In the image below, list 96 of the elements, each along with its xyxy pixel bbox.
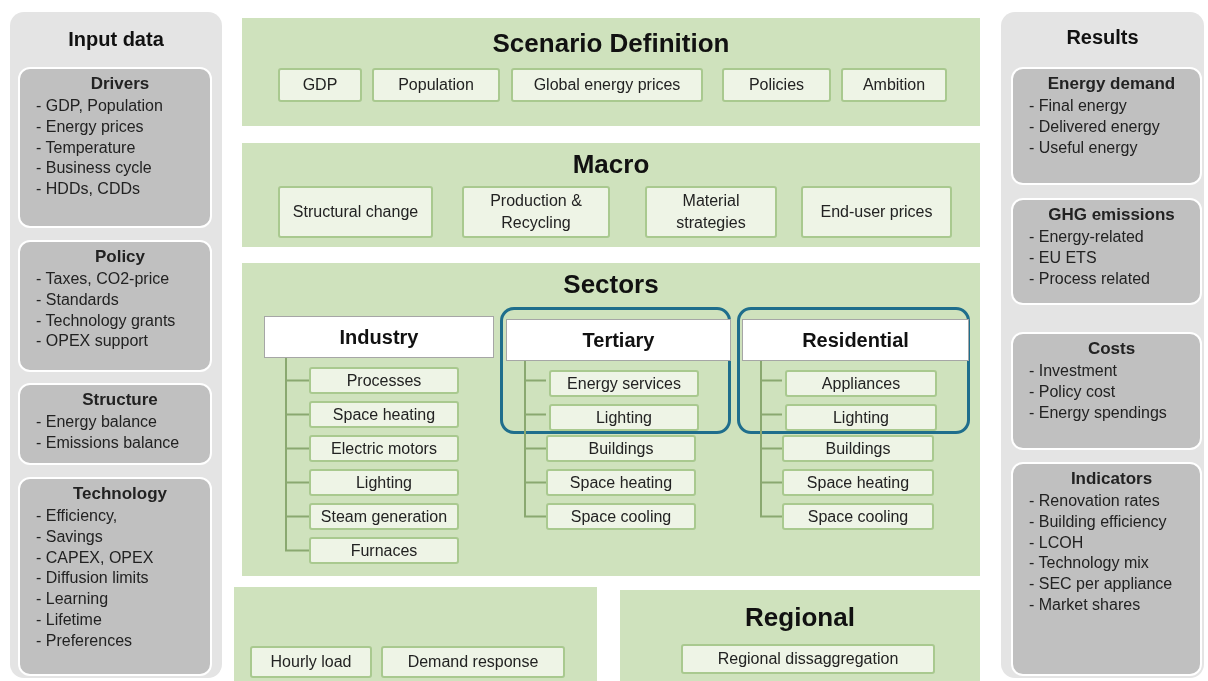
module-chip: Buildings — [782, 435, 934, 462]
category-card — [1011, 332, 1202, 450]
card-title: Indicators — [1069, 468, 1154, 490]
list-item: - Policy cost — [1029, 381, 1117, 402]
category-card — [18, 67, 212, 228]
module-chip: Production & Recycling — [462, 186, 610, 238]
list-item: - Energy spendings — [1029, 402, 1168, 423]
module-chip: Energy services — [549, 370, 699, 397]
module-panel — [234, 587, 597, 681]
module-panel — [242, 18, 980, 126]
list-item: - OPEX support — [36, 331, 150, 352]
panel-title: Regional — [744, 602, 856, 633]
module-chip: End-user prices — [801, 186, 952, 238]
list-item: - EU ETS — [1029, 247, 1098, 268]
module-chip: GDP — [278, 68, 362, 102]
list-item: - HDDs, CDDs — [36, 179, 141, 200]
list-item: - Energy-related — [1029, 227, 1145, 248]
module-panel — [620, 590, 980, 681]
module-chip: Lighting — [309, 469, 459, 496]
list-item: - LCOH — [1029, 532, 1085, 553]
sector-header: Industry — [264, 316, 494, 358]
card-title: GHG emissions — [1047, 204, 1176, 226]
column-panel — [10, 12, 222, 678]
list-item: - Emissions balance — [36, 432, 181, 453]
module-chip: Space heating — [309, 401, 459, 428]
list-item: - Learning — [36, 589, 110, 610]
module-chip: Appliances — [785, 370, 937, 397]
tree-connector — [285, 357, 310, 552]
module-chip: Steam generation — [309, 503, 459, 530]
list-item: - Process related — [1029, 268, 1151, 289]
list-item: - Energy prices — [36, 116, 145, 137]
card-title: Structure — [81, 389, 159, 411]
column-panel — [1001, 12, 1204, 678]
list-item: - Business cycle — [36, 158, 153, 179]
category-card — [1011, 462, 1202, 676]
highlight-outline — [500, 307, 731, 434]
card-title: Technology — [71, 483, 169, 505]
category-card — [18, 383, 212, 465]
module-panel — [242, 143, 980, 247]
card-title: Costs — [1086, 338, 1137, 360]
list-item: - Investment — [1029, 361, 1119, 382]
list-item: - Lifetime — [36, 610, 103, 631]
list-item: - Standards — [36, 289, 120, 310]
module-chip: Hourly load — [250, 646, 372, 678]
list-item: - Preferences — [36, 630, 134, 651]
list-item: - CAPEX, OPEX — [36, 547, 155, 568]
panel-title: Macro — [571, 149, 651, 180]
category-card — [1011, 67, 1202, 185]
module-chip: Population — [372, 68, 500, 102]
module-chip: Regional dissaggregation — [681, 644, 935, 674]
module-chip: Demand response — [381, 646, 565, 678]
module-chip: Space cooling — [782, 503, 934, 530]
list-item: - Building efficiency — [1029, 511, 1168, 532]
module-panel — [242, 263, 980, 576]
category-card — [18, 240, 212, 372]
list-item: - Diffusion limits — [36, 568, 150, 589]
module-chip: Electric motors — [309, 435, 459, 462]
sector-header: Tertiary — [506, 319, 731, 361]
category-card — [18, 477, 212, 676]
card-title: Policy — [93, 246, 147, 268]
module-chip: Policies — [722, 68, 831, 102]
card-title: Energy demand — [1046, 73, 1177, 95]
module-chip: Space cooling — [546, 503, 696, 530]
module-chip: Lighting — [549, 404, 699, 431]
list-item: - Savings — [36, 526, 104, 547]
category-card — [1011, 198, 1202, 305]
card-title: Drivers — [89, 73, 151, 95]
sector-header: Residential — [742, 319, 969, 361]
module-chip: Buildings — [546, 435, 696, 462]
list-item: - GDP, Population — [36, 96, 164, 117]
list-item: - Useful energy — [1029, 137, 1139, 158]
highlight-outline — [737, 307, 970, 434]
list-item: - Final energy — [1029, 96, 1128, 117]
module-chip: Lighting — [785, 404, 937, 431]
panel-title: Results — [1065, 26, 1140, 49]
list-item: - Temperature — [36, 137, 137, 158]
panel-title: Scenario Definition — [491, 28, 731, 59]
list-item: - Delivered energy — [1029, 116, 1161, 137]
list-item: - Technology mix — [1029, 553, 1150, 574]
panel-title: Input data — [67, 28, 165, 51]
list-item: - Taxes, CO2-price — [36, 269, 171, 290]
list-item: - Energy balance — [36, 412, 158, 433]
module-chip: Space heating — [546, 469, 696, 496]
list-item: - Technology grants — [36, 310, 177, 331]
module-chip: Structural change — [278, 186, 433, 238]
module-chip: Furnaces — [309, 537, 459, 564]
panel-title: Sectors — [562, 269, 660, 300]
module-chip: Processes — [309, 367, 459, 394]
list-item: - SEC per appliance — [1029, 574, 1174, 595]
module-chip: Global energy prices — [511, 68, 703, 102]
list-item: - Efficiency, — [36, 506, 119, 527]
module-chip: Space heating — [782, 469, 934, 496]
list-item: - Renovation rates — [1029, 491, 1161, 512]
list-item: - Market shares — [1029, 595, 1142, 616]
module-chip: Material strategies — [645, 186, 777, 238]
module-chip: Ambition — [841, 68, 947, 102]
